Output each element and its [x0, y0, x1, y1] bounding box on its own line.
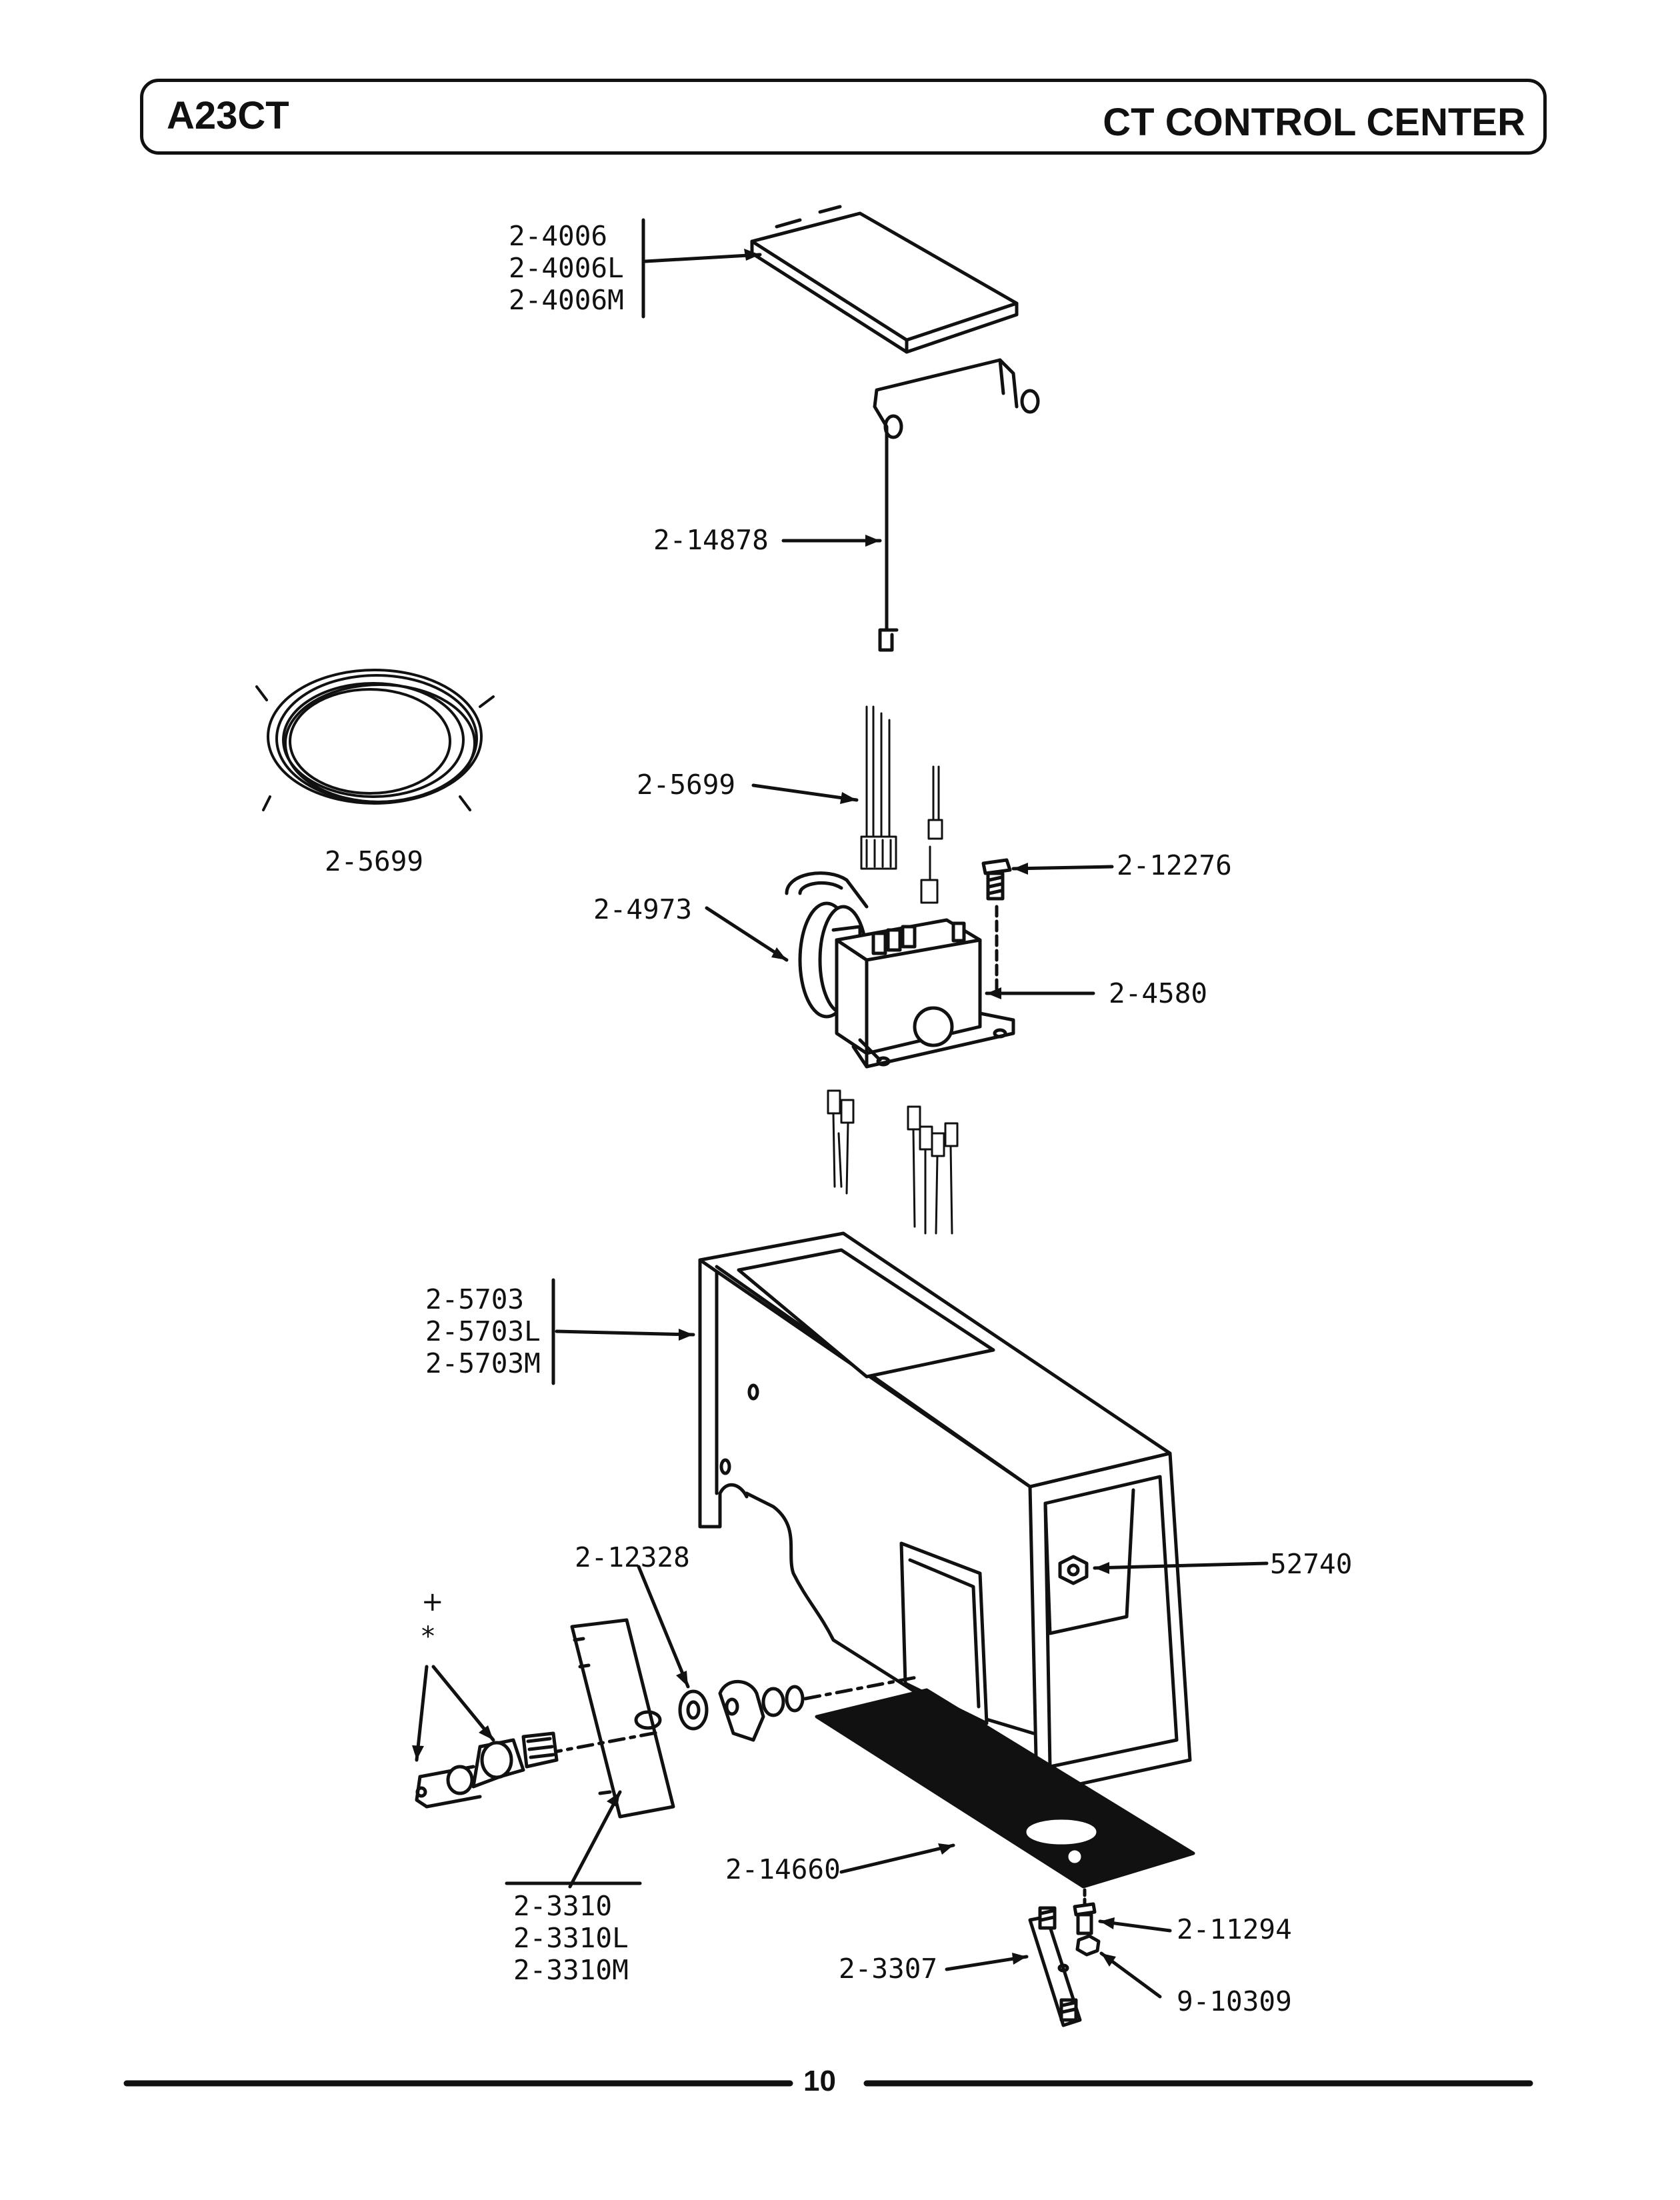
label-insulator: 2-14660	[725, 1853, 841, 1885]
label-cover-2-4006M: 2-4006M	[509, 284, 624, 316]
label-housing-2-5703M: 2-5703M	[425, 1347, 541, 1379]
label-panel-2-3310L: 2-3310L	[513, 1922, 629, 1954]
label-cover-2-4006L: 2-4006L	[509, 252, 624, 284]
cover-plate	[750, 205, 1019, 354]
page-number: 10	[803, 2065, 836, 2097]
timer-assembly	[785, 871, 1015, 1069]
label-motor: 2-4973	[593, 893, 693, 925]
wire-bracket	[873, 358, 1040, 652]
lower-wire-terminals	[827, 1089, 959, 1235]
nut-52740	[1058, 1555, 1089, 1585]
label-bracket: 2-14878	[653, 524, 769, 556]
label-housing-2-5703: 2-5703	[425, 1283, 525, 1315]
front-panel-assembly	[415, 1618, 922, 1819]
harness-wires	[860, 705, 943, 904]
coiled-wire-harness	[255, 669, 495, 811]
nut-bottom	[1075, 1934, 1101, 1957]
screw-bottom	[1073, 1888, 1097, 1935]
cover-leader	[643, 253, 762, 263]
label-panel-2-3310M: 2-3310M	[513, 1954, 629, 1986]
label-screw-top: 2-12276	[1117, 849, 1232, 881]
label-nut: 52740	[1270, 1548, 1353, 1580]
label-screw-bottom: 2-11294	[1177, 1913, 1292, 1945]
label-washer: 2-12328	[575, 1541, 690, 1573]
label-strap: 2-3307	[839, 1953, 938, 1985]
model-number: A23CT	[167, 94, 289, 137]
insulator-plate	[815, 1688, 1195, 1889]
screw-top	[981, 858, 1012, 995]
control-housing	[698, 1231, 1192, 1795]
label-harness-coil: 2-5699	[325, 845, 424, 877]
plus-mark: +	[421, 1587, 444, 1617]
section-title: CT CONTROL CENTER	[1103, 101, 1525, 144]
label-panel-2-3310: 2-3310	[513, 1890, 613, 1922]
label-nut-bottom: 9-10309	[1177, 1985, 1292, 2017]
label-harness-upper: 2-5699	[637, 769, 736, 801]
ground-strap	[1028, 1906, 1082, 2027]
header-frame	[140, 79, 1547, 155]
label-cover-2-4006: 2-4006	[509, 220, 608, 252]
label-timer: 2-4580	[1109, 977, 1208, 1009]
label-housing-2-5703L: 2-5703L	[425, 1315, 541, 1347]
star-mark: *	[421, 1621, 435, 1652]
